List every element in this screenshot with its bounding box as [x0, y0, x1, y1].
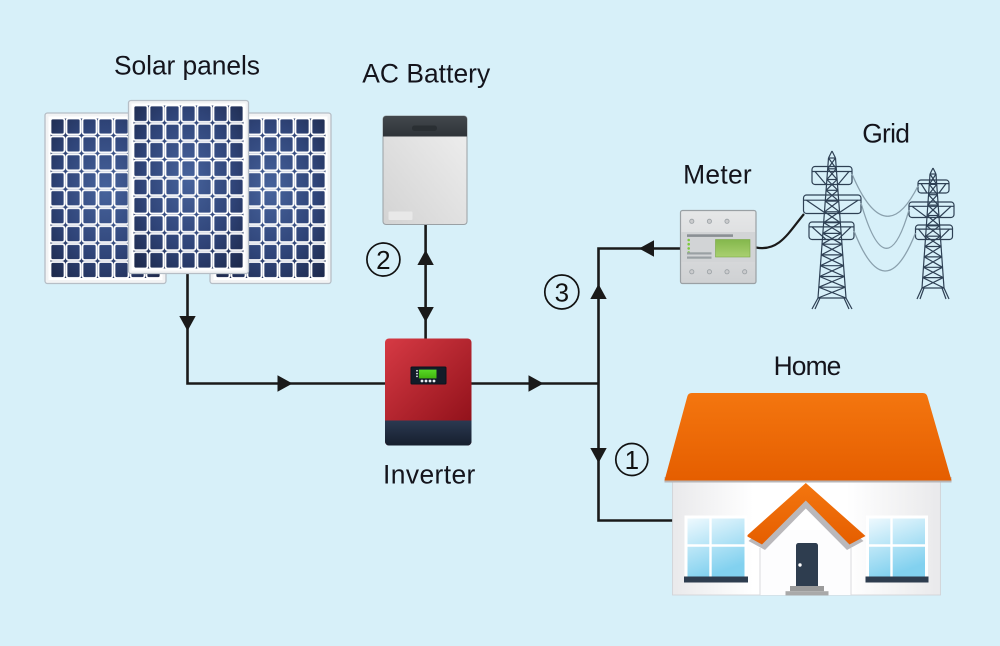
svg-text:Grid: Grid: [862, 119, 910, 149]
svg-text:Home: Home: [774, 351, 842, 381]
svg-text:Solar panels: Solar panels: [114, 51, 260, 81]
svg-text:Inverter: Inverter: [383, 460, 476, 490]
svg-text:AC Battery: AC Battery: [362, 58, 491, 88]
svg-text:Meter: Meter: [683, 160, 752, 190]
svg-text:3: 3: [555, 278, 569, 308]
svg-text:2: 2: [376, 245, 390, 275]
svg-text:1: 1: [625, 445, 639, 475]
